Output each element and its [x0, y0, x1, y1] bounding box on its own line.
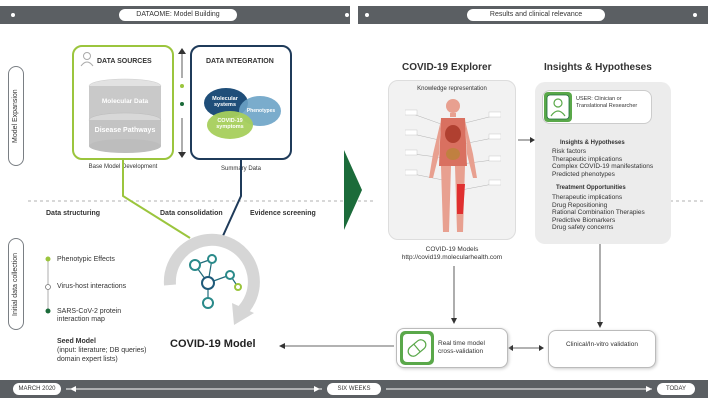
user-icon — [544, 92, 572, 122]
db-label-bottom: Disease Pathways — [94, 127, 156, 134]
insights-subtitle: Insights & Hypotheses — [560, 140, 625, 146]
bubble-phenotypes: Phenotypes — [246, 108, 276, 114]
bubble-covid-symptoms: COVID-19 symptoms — [216, 118, 244, 130]
top-right-label: Results and clinical relevance — [466, 8, 606, 22]
treatment-item: Rational Combination Therapies — [552, 209, 645, 216]
data-sources-title: DATA SOURCES — [97, 58, 152, 65]
step-data-structuring: Data structuring — [46, 210, 101, 217]
seed-model-desc2: domain expert lists) — [57, 356, 118, 363]
top-bar-mid-dot-2 — [364, 12, 370, 18]
user-label: USER: Clinician or Translational Researc… — [576, 96, 638, 109]
explorer-url[interactable]: http://covid19.molecularhealth.com — [401, 254, 503, 261]
seed-item-virus-host: Virus-host interactions — [57, 283, 127, 290]
seed-item-phenotypic: Phenotypic Effects — [57, 256, 115, 263]
explorer-title: COVID-19 Explorer — [402, 62, 492, 73]
data-integration-title: DATA INTEGRATION — [206, 58, 274, 65]
insights-list: Risk factors Therapeutic implications Co… — [552, 148, 662, 178]
treatment-item: Predictive Biomarkers — [552, 216, 616, 224]
treatment-list: Therapeutic implications Drug Reposition… — [552, 194, 664, 232]
clinical-validation-box — [548, 330, 656, 368]
db-label-top: Molecular Data — [101, 98, 149, 105]
treatment-item: Therapeutic implications — [552, 194, 623, 201]
seed-model-title: Seed Model — [57, 338, 96, 345]
seed-item-sars-text: SARS-CoV-2 protein interaction map — [57, 308, 122, 323]
vertical-arrow-divider — [178, 48, 186, 158]
pill-icon — [400, 331, 434, 365]
big-chevron-arrow — [344, 150, 362, 230]
treatment-item: Drug Repositioning — [552, 201, 608, 209]
treatment-subtitle: Treatment Opportunities — [556, 185, 626, 191]
step-data-consolidation: Data consolidation — [160, 210, 223, 217]
top-bar-left-dot — [10, 12, 16, 18]
covid-model-network-icon — [163, 233, 260, 325]
insight-item: Therapeutic implications — [552, 155, 623, 163]
user-outline-icon — [80, 52, 94, 67]
top-bar-right-dot — [692, 12, 698, 18]
bubble-molecular-systems: Molecular systems — [212, 96, 238, 108]
treatment-item: Drug safety concerns — [552, 224, 614, 231]
clinical-label: Clinical/In-vitro validation — [566, 341, 638, 348]
knowledge-representation-label: Knowledge representation — [417, 86, 487, 92]
seed-model-desc1: (input: literature; DB queries) — [57, 347, 147, 354]
timeline-end: TODAY — [656, 382, 696, 396]
timeline-start: MARCH 2020 — [12, 382, 62, 396]
venn-bubbles — [204, 88, 281, 139]
seed-item-sars: SARS-CoV-2 protein interaction map — [57, 308, 152, 324]
covid-model-title: COVID-19 Model — [170, 338, 256, 350]
realtime-label: Real time model cross-validation — [438, 340, 485, 355]
seed-timeline-line — [45, 256, 51, 314]
database-icon — [88, 78, 162, 153]
insights-title: Insights & Hypotheses — [544, 62, 652, 73]
top-bar-mid-dot-1 — [344, 12, 350, 18]
top-left-label: DATAOME: Model Building — [118, 8, 238, 22]
insight-item: Risk factors — [552, 148, 586, 155]
step-evidence-screening: Evidence screening — [250, 210, 316, 217]
insight-item: Predicted phenotypes — [552, 170, 615, 178]
timeline-middle: SIX WEEKS — [326, 382, 382, 396]
covid-models-label: COVID-19 Models — [425, 246, 479, 253]
insight-item: Complex COVID-19 manifestations — [552, 163, 654, 170]
human-body-icon — [405, 99, 501, 232]
